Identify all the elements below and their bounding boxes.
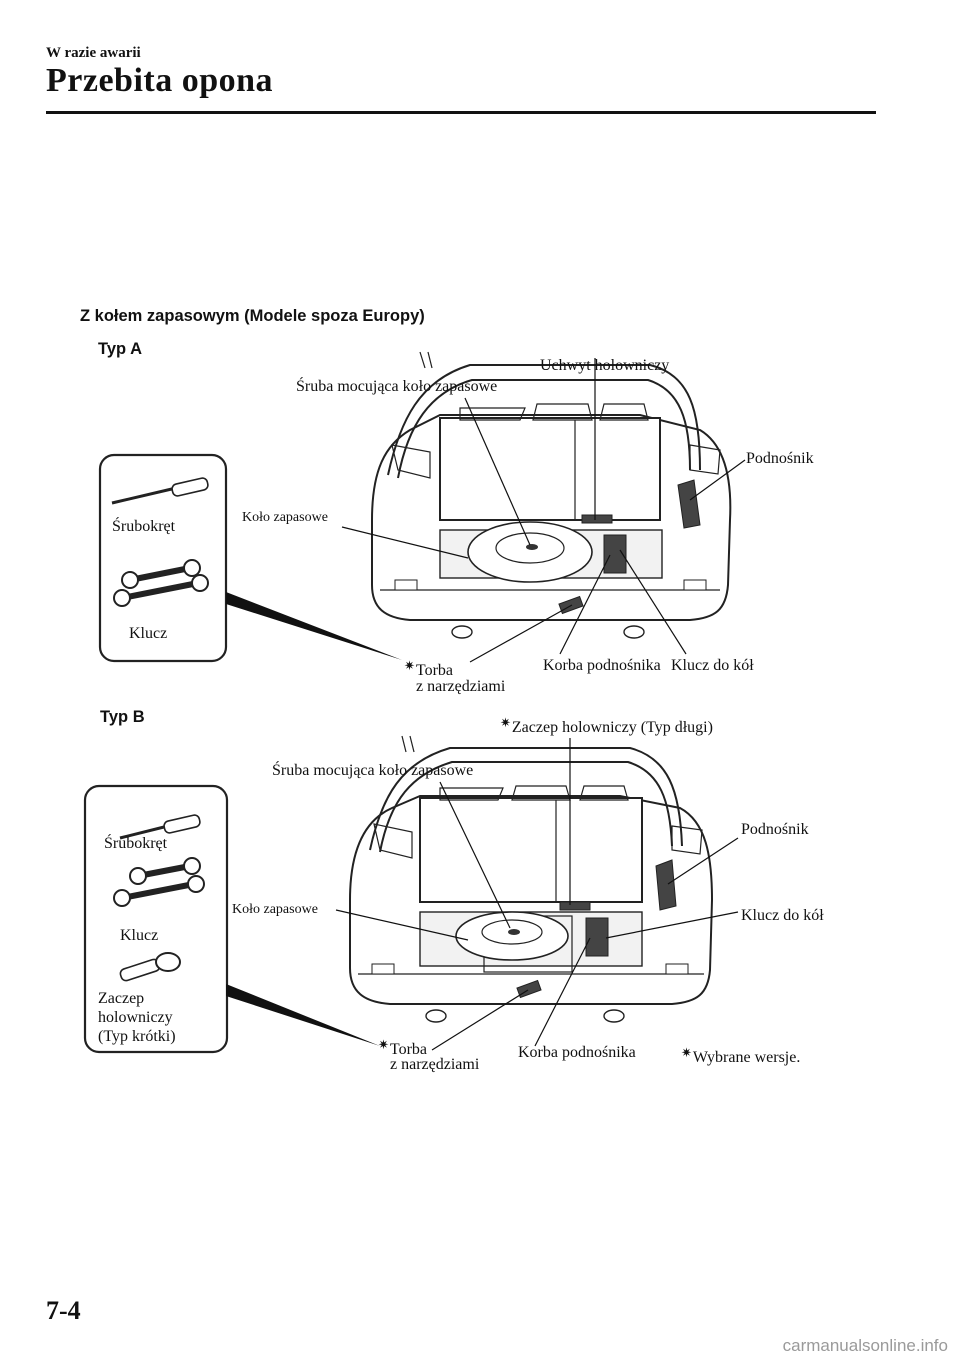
type-a-spare-bolt-label: Śruba mocująca koło zapasowe [296,378,498,395]
page-number: 7-4 [46,1296,81,1325]
type-b-lug-wrench-label: Klucz do kół [741,907,824,924]
type-b-jack-handle-label: Korba podnośnika [518,1044,636,1061]
type-b-screwdriver-label: Śrubokręt [104,835,168,852]
type-a-leader-lines [341,358,746,663]
section-header: W razie awarii [46,45,141,61]
type-b-tool-bag-label-line2: z narzędziami [390,1056,480,1073]
marker-icon: ✷ [500,715,511,730]
marker-icon: ✷ [404,658,415,673]
type-b-spare-bolt-label: Śruba mocująca koło zapasowe [272,762,474,779]
figure-heading: Z kołem zapasowym (Modele spoza Europy) [80,307,425,325]
type-b-tow-hook-short-label-3: (Typ krótki) [98,1028,176,1045]
type-b-tool-bag-label: ✷Torba [378,1037,427,1058]
type-b-tow-hook-short-label-2: holowniczy [98,1009,173,1026]
type-a-pointer [226,592,402,660]
type-b-leader-lines [335,738,739,1051]
type-b-optional-note: ✷Wybrane wersje. [681,1045,801,1066]
screwdriver-icon [119,814,201,840]
marker-icon: ✷ [378,1037,389,1052]
screwdriver-icon [111,477,209,505]
type-a-spare-wheel-label: Koło zapasowe [242,510,328,525]
type-b-tool-box [83,784,229,1054]
type-a-wrench-label: Klucz [129,625,168,642]
wrench-icon [113,559,209,607]
marker-icon: ✷ [681,1045,692,1060]
type-a-lug-wrench-label: Klucz do kół [671,657,754,674]
type-a-tool-box [98,453,228,663]
type-b-jack-label: Podnośnik [741,821,809,838]
type-a-tool-bag-label-line2: z narzędziami [416,678,506,695]
type-b-car [349,735,714,1023]
type-b-label: Typ B [100,708,145,726]
type-b-pointer [226,984,380,1046]
page-title: Przebita opona [46,62,274,99]
type-b-tow-hook-short-label-1: Zaczep [98,990,145,1007]
type-a-jack-handle-label: Korba podnośnika [543,657,661,674]
type-b-tow-hook-long-label: ✷Zaczep holowniczy (Typ długi) [500,715,713,736]
type-a-tool-bag-label: ✷Torba [404,658,453,679]
watermark: carmanualsonline.info [782,1336,948,1355]
type-b-spare-wheel-label: Koło zapasowe [232,902,318,917]
title-rule [46,111,876,114]
type-a-label: Typ A [98,340,142,358]
type-a-jack-label: Podnośnik [746,450,814,467]
type-a-towing-hook-label: Uchwyt holowniczy [540,357,670,374]
type-a-screwdriver-label: Śrubokręt [112,518,176,535]
type-b-wrench-label: Klucz [120,927,159,944]
wrench-icon [113,857,205,907]
tow-hook-icon [119,952,181,982]
